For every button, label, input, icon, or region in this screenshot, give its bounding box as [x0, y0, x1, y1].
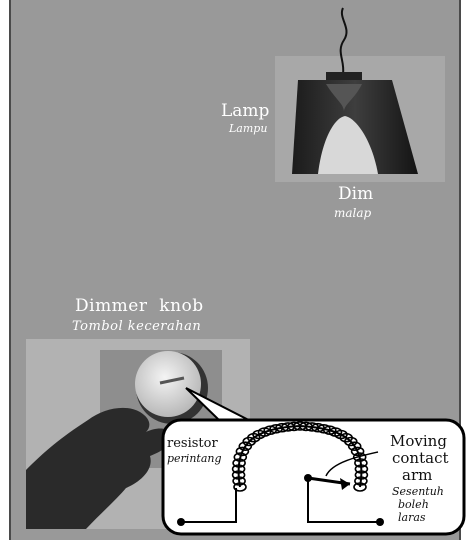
dimmer-knob-label-ms: Tombol kecerahan [72, 320, 201, 333]
moving-label-ms-3: laras [398, 512, 426, 523]
moving-label-2: contact [392, 451, 449, 466]
lamp-label-ms: Lampu [229, 123, 267, 134]
dimmer-knob-label: Dimmer knob [75, 298, 204, 315]
terminal-right [376, 518, 384, 526]
dim-label: Dim [338, 186, 373, 203]
terminal-left [177, 518, 185, 526]
moving-label-1: Moving [390, 434, 447, 449]
contact-pivot [304, 474, 312, 482]
moving-label-ms-2: boleh [398, 499, 429, 510]
resistor-label: resistor [167, 437, 218, 450]
dim-label-ms: malap [334, 207, 371, 219]
moving-label-3: arm [402, 468, 432, 483]
resistor-label-ms: perintang [167, 453, 222, 464]
moving-label-ms-1: Sesentuh [392, 486, 444, 497]
lamp-label: Lamp [221, 103, 269, 120]
